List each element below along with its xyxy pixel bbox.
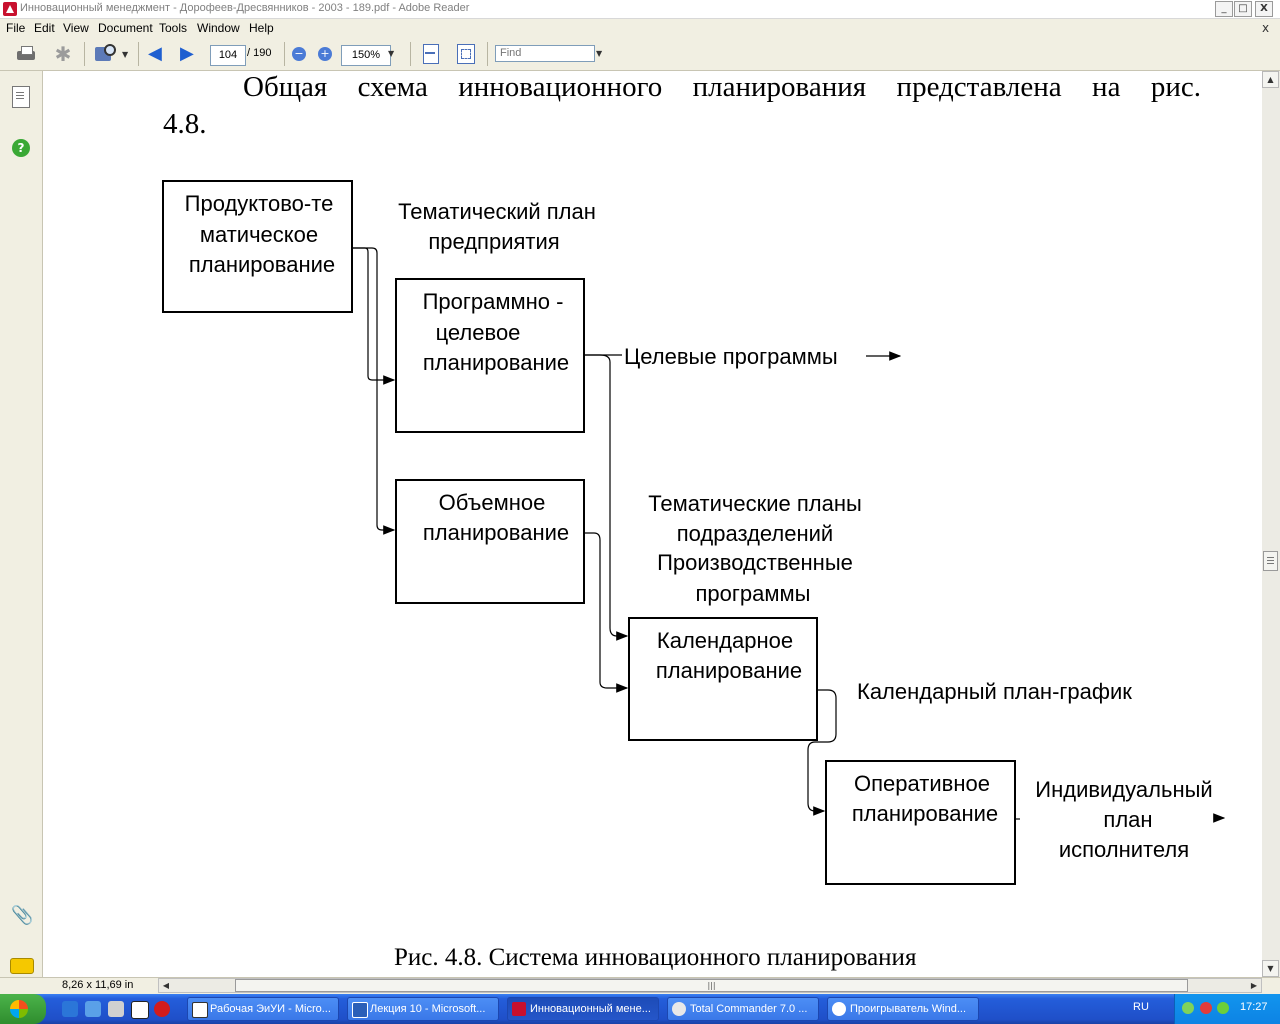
maximize-button[interactable]: □ (1234, 1, 1252, 17)
task-button-word[interactable]: Лекция 10 - Microsoft... (347, 997, 499, 1021)
language-indicator[interactable]: RU (1133, 1001, 1149, 1013)
division-plans-line-2: подразделений (677, 521, 833, 546)
page-total: / 190 (247, 47, 272, 59)
operational-line-2: планирование (852, 801, 998, 826)
network-icon[interactable] (1182, 1002, 1194, 1014)
attachment-icon[interactable]: 📎 (11, 905, 34, 926)
thematic-plan-line-2: предприятия (428, 229, 559, 254)
vertical-scroll-thumb[interactable] (1263, 551, 1278, 571)
minimize-button[interactable]: _ (1215, 1, 1233, 17)
scroll-left-icon[interactable]: ◀ (162, 981, 170, 990)
scroll-up-icon[interactable]: ▲ (1262, 71, 1279, 88)
email-gear-icon[interactable]: ✱ (54, 42, 72, 66)
product-thematic-line-2: матическое (200, 222, 318, 247)
task-button-media-player[interactable]: Проигрыватель Wind... (827, 997, 979, 1021)
menu-file[interactable]: File (6, 21, 26, 35)
title-bar: Инновационный менеджмент - Дорофеев-Дрес… (0, 0, 1280, 19)
search-dropdown-icon[interactable]: ▼ (122, 50, 129, 59)
menu-document[interactable]: Document (98, 21, 153, 35)
volume-line-2: планирование (423, 520, 569, 545)
thematic-plan-line-1: Тематический план (398, 199, 596, 224)
adobe-reader-icon (3, 2, 17, 16)
antivirus-icon[interactable] (1200, 1002, 1212, 1014)
tray-app-icon[interactable] (1217, 1002, 1229, 1014)
menu-bar: File Edit View Document Tools Window Hel… (0, 19, 1280, 38)
box-operational (825, 760, 1016, 885)
paragraph-line-1: Общая схема инновационного планирования … (243, 71, 1201, 103)
help-icon[interactable]: ? (12, 139, 30, 157)
menu-help[interactable]: Help (249, 21, 274, 35)
opera-icon[interactable] (154, 1001, 170, 1017)
next-page-icon[interactable]: ▶ (180, 43, 194, 64)
navigation-panel (0, 71, 43, 977)
zoom-in-icon[interactable]: + (318, 47, 332, 61)
scroll-down-icon[interactable]: ▼ (1262, 960, 1279, 977)
fit-page-icon[interactable] (420, 44, 442, 64)
connector-lines (352, 247, 1226, 823)
search-tool-icon[interactable] (95, 44, 117, 64)
toolbar-separator (138, 42, 139, 66)
zoom-dropdown-icon[interactable]: ▼ (388, 49, 395, 58)
individual-plan-line-1: Индивидуальный (1035, 777, 1212, 802)
division-plans-line-1: Тематические планы (648, 491, 862, 516)
desktop-icon[interactable] (85, 1001, 101, 1017)
scroll-right-icon[interactable]: ▶ (1250, 981, 1258, 990)
calendar-line-2: планирование (656, 658, 802, 683)
app-quicklaunch-icon[interactable] (131, 1001, 149, 1019)
comments-icon[interactable] (10, 958, 34, 974)
previous-page-icon[interactable]: ◀ (148, 43, 162, 64)
calendar-line-1: Календарное (657, 628, 793, 653)
program-target-line-1: Программно - (423, 289, 564, 314)
document-view[interactable] (43, 71, 1262, 977)
box-calendar (628, 617, 818, 741)
task-button-total-commander[interactable]: Total Commander 7.0 ... (667, 997, 819, 1021)
menu-window[interactable]: Window (197, 21, 240, 35)
print-icon[interactable] (15, 44, 37, 64)
start-button[interactable] (0, 994, 46, 1024)
horizontal-scroll-thumb[interactable]: ||| (235, 979, 1188, 992)
toolbar-separator (84, 42, 85, 66)
menu-tools[interactable]: Tools (159, 21, 188, 35)
calendar-schedule-label: Календарный план-график (857, 679, 1132, 704)
clock[interactable]: 17:27 (1240, 1001, 1268, 1013)
box-product-thematic (162, 180, 353, 313)
task-button-reader[interactable]: Инновационный мене... (507, 997, 659, 1021)
volume-line-1: Объемное (439, 490, 546, 515)
menu-edit[interactable]: Edit (34, 21, 55, 35)
product-thematic-line-3: планирование (189, 252, 335, 277)
zoom-out-icon[interactable]: − (292, 47, 306, 61)
window-title: Инновационный менеджмент - Дорофеев-Дрес… (20, 2, 470, 14)
find-input[interactable] (495, 45, 595, 62)
save-icon[interactable] (108, 1001, 124, 1017)
page-size-label: 8,26 x 11,69 in (62, 979, 134, 991)
individual-plan-line-3: исполнителя (1059, 837, 1189, 862)
product-thematic-line-1: Продуктово-те (185, 191, 334, 216)
figure-caption: Рис. 4.8. Система инновационного планиро… (394, 944, 917, 971)
find-dropdown-icon[interactable]: ▼ (596, 49, 603, 58)
ie-icon[interactable] (62, 1001, 78, 1017)
operational-line-1: Оперативное (854, 771, 990, 796)
division-plans-line-4: программы (696, 581, 811, 606)
zoom-input[interactable] (341, 45, 391, 66)
pages-icon[interactable] (12, 86, 30, 108)
program-target-line-2: целевое (436, 320, 521, 345)
close-button[interactable]: X (1255, 1, 1273, 17)
box-volume (395, 479, 585, 604)
division-plans-line-3: Производственные (657, 550, 853, 575)
planning-diagram: Продуктово-те матическое планирование Пр… (162, 180, 1226, 885)
vertical-scrollbar[interactable]: ▲ ▼ (1262, 71, 1280, 977)
paragraph-line-2: 4.8. (163, 108, 207, 140)
toolbar-separator (284, 42, 285, 66)
page-number-input[interactable] (210, 45, 246, 66)
target-programs-label: Целевые программы (624, 344, 838, 369)
program-target-line-3: планирование (423, 350, 569, 375)
toolbar-separator (487, 42, 488, 66)
toolbar-separator (410, 42, 411, 66)
task-button-excel[interactable]: Рабочая ЭиУИ - Micro... (187, 997, 339, 1021)
menu-view[interactable]: View (63, 21, 89, 35)
individual-plan-line-2: план (1103, 807, 1152, 832)
document-close-button[interactable]: x (1262, 21, 1270, 35)
fit-width-icon[interactable] (455, 44, 477, 64)
